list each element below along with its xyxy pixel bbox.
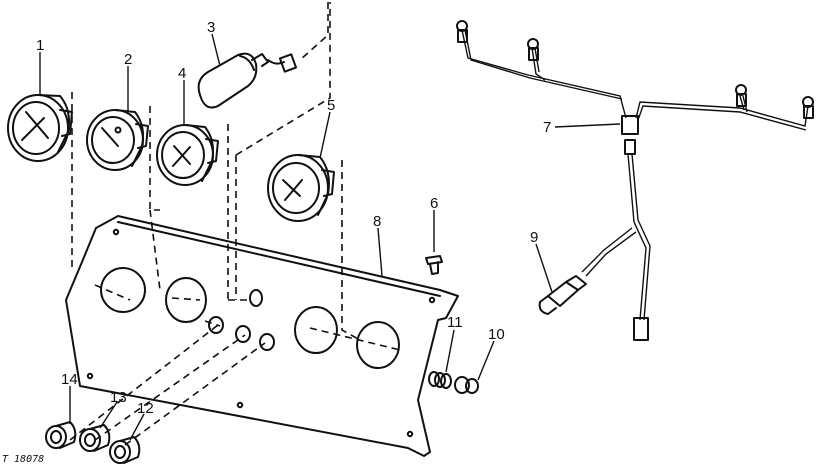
wiring-harness-7 [456,20,814,341]
callout-7: 7 [543,119,551,136]
callout-11: 11 [447,314,463,331]
callout-labels: 1 2 3 4 5 6 7 8 9 10 11 12 13 14 T 18078 [2,19,551,465]
gauge-2 [86,109,149,171]
callout-4: 4 [178,65,186,82]
gauge-1 [7,94,73,162]
lamp-13 [79,424,111,452]
callout-3: 3 [207,19,215,36]
sender-unit-3 [197,52,298,109]
callout-1: 1 [36,37,44,54]
instrument-panel-8 [65,215,459,457]
washer-10 [454,376,479,394]
callout-12: 12 [137,400,154,417]
spring-11 [428,371,452,389]
callout-6: 6 [430,195,438,212]
callout-10: 10 [488,326,505,343]
callout-14: 14 [61,371,78,388]
gauge-4 [156,124,219,186]
callout-5: 5 [327,97,335,114]
lamp-12 [109,436,141,464]
callout-13: 13 [110,389,127,406]
figure-reference: T 18078 [2,454,44,465]
switch-9 [538,275,587,315]
gauge-5 [267,154,335,222]
callout-8: 8 [373,213,381,230]
lamp-14 [45,421,77,449]
callout-9: 9 [530,229,538,246]
screw-6 [425,255,443,275]
callout-2: 2 [124,51,132,68]
leader-lines [39,33,621,441]
assembly-guide-lines [69,2,401,446]
